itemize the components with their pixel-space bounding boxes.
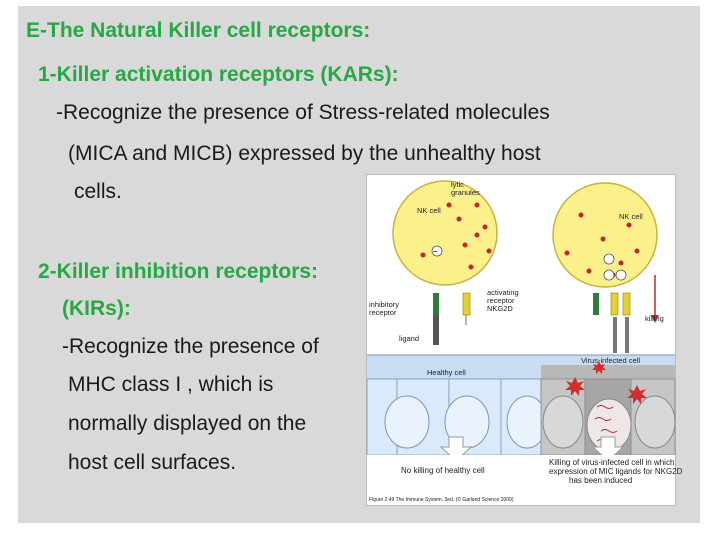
activating-receptor-label-3: NKG2D bbox=[487, 304, 513, 313]
kir-heading-line-2: (KIRs): bbox=[62, 297, 131, 320]
lytic-granules-label-2: granules bbox=[451, 188, 480, 197]
nk-cell-right bbox=[552, 182, 658, 288]
infected-epithelium bbox=[540, 365, 676, 456]
inhibitory-receptor-label-2: receptor bbox=[369, 308, 397, 317]
activating-receptor-label-2: receptor bbox=[487, 296, 515, 305]
kir-text-line-3: normally displayed on the bbox=[68, 412, 307, 435]
activating-receptor-label-1: activating bbox=[487, 288, 519, 297]
killing-arrow bbox=[651, 275, 659, 323]
caption-strip bbox=[367, 455, 675, 505]
activating-receptor-left bbox=[462, 292, 471, 325]
inhibitory-receptor-right bbox=[593, 293, 599, 315]
nk-cell-left: − bbox=[392, 180, 498, 286]
ligand-label: ligand bbox=[399, 334, 419, 343]
inhibitory-receptor-left bbox=[433, 293, 439, 345]
kir-text-line-1: -Recognize the presence of bbox=[62, 335, 319, 358]
inhibitory-receptor-label-1: inhibitory bbox=[369, 300, 399, 309]
kir-text-line-4: host cell surfaces. bbox=[68, 451, 237, 474]
slide-title: E-The Natural Killer cell receptors: bbox=[26, 19, 371, 42]
healthy-cell-label: Healthy cell bbox=[427, 368, 466, 377]
caption-right-line-3: has been induced bbox=[569, 476, 632, 485]
kir-heading-line-1: 2-Killer inhibition receptors: bbox=[38, 260, 319, 283]
outcome-arrows bbox=[439, 436, 625, 462]
lytic-granules-label-1: lytic bbox=[451, 180, 464, 189]
caption-left: No killing of healthy cell bbox=[401, 466, 485, 475]
activating-receptor-right bbox=[610, 292, 631, 353]
nk-cell-right-label: NK cell bbox=[619, 212, 643, 221]
figure-credit: Figure 2.49 The Immune System, 3ed. (© G… bbox=[369, 496, 514, 503]
kar-text-line-3: cells. bbox=[74, 180, 122, 203]
caption-right-line-2: expression of MIC ligands for NKG2D bbox=[549, 467, 683, 476]
killing-label: killing bbox=[645, 314, 664, 323]
virus-infected-cell-label: Virus-infected cell bbox=[581, 356, 640, 365]
svg-text:−: − bbox=[433, 247, 438, 256]
kar-text-line-2: (MICA and MICB) expressed by the unhealt… bbox=[68, 142, 541, 165]
mic-ligand-starbursts bbox=[565, 361, 647, 404]
caption-right-line-1: Killing of virus-infected cell in which bbox=[549, 458, 674, 467]
nk-cell-left-label: NK cell bbox=[417, 206, 441, 215]
kar-text-line-1: -Recognize the presence of Stress-relate… bbox=[56, 101, 550, 124]
kar-heading: 1-Killer activation receptors (KARs): bbox=[38, 63, 399, 86]
nk-receptor-figure: − bbox=[366, 174, 683, 506]
kir-text-line-2: MHC class I , which is bbox=[68, 373, 274, 396]
